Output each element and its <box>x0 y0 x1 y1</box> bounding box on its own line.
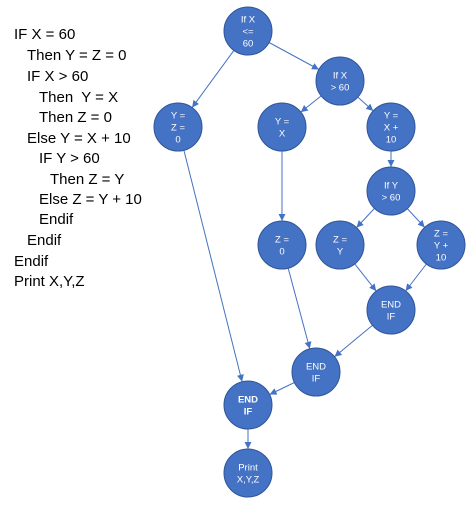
node-label-line: X,Y,Z <box>237 475 260 486</box>
edge-end-if-middle-to-end-if-outer <box>269 382 295 395</box>
code-line: IF X > 60 <box>27 68 89 85</box>
node-circle <box>223 448 273 498</box>
node-label-line: 60 <box>243 39 254 50</box>
node-label-line: > 60 <box>382 193 401 204</box>
code-line: Then Y = Z = 0 <box>27 47 127 64</box>
node-z-0: Z =0 <box>257 220 307 270</box>
node-label-line: IF <box>244 407 253 418</box>
node-label-line: END <box>306 362 326 373</box>
node-label-line: Z = <box>275 235 289 246</box>
node-if-y-gt-60: If Y> 60 <box>366 166 416 216</box>
code-line: IF X = 60 <box>14 26 76 43</box>
node-y-x-plus-10: Y =X +10 <box>366 102 416 152</box>
node-label-line: Y <box>337 247 344 258</box>
code-line: Then Z = Y <box>50 171 125 188</box>
node-circle <box>223 380 273 430</box>
edge-z-y-plus-10-to-end-if-inner <box>405 263 427 292</box>
node-label-line: If X <box>333 71 348 82</box>
node-label-line: 0 <box>175 135 180 146</box>
code-line: Then Z = 0 <box>39 109 112 126</box>
edge-z-0-to-end-if-middle <box>287 268 312 349</box>
node-label-line: Y = <box>275 117 290 128</box>
node-circle <box>366 166 416 216</box>
edge-end-if-inner-to-end-if-middle <box>334 324 373 358</box>
node-circle <box>153 102 203 152</box>
code-line: Then Y = X <box>39 89 119 106</box>
node-if-x-gt-60: If X> 60 <box>315 56 365 106</box>
node-circle <box>291 347 341 397</box>
edge-if-y-gt-60-to-z-y-plus-10 <box>406 208 426 228</box>
code-line: Endif <box>39 211 74 228</box>
edge-if-x-le-60-to-y-z-0 <box>191 50 235 108</box>
node-label-line: Y = <box>171 111 186 122</box>
node-circle <box>223 6 273 56</box>
node-label-line: If X <box>241 15 256 26</box>
node-label-line: END <box>381 300 401 311</box>
edge-if-y-gt-60-to-z-y <box>356 208 375 228</box>
edge-y-z-0-to-end-if-outer <box>183 150 244 382</box>
node-label-line: Print <box>238 463 258 474</box>
node-z-y-plus-10: Z =Y +10 <box>416 220 466 270</box>
node-label-line: Z = <box>171 123 185 134</box>
node-label-line: X <box>279 129 286 140</box>
node-if-x-le-60: If X<=60 <box>223 6 273 56</box>
node-label-line: > 60 <box>331 83 350 94</box>
code-line: Endif <box>27 232 62 249</box>
node-y-x: Y =X <box>257 102 307 152</box>
node-label-line: If Y <box>384 181 399 192</box>
code-line: Else Y = X + 10 <box>27 130 131 147</box>
edge-if-x-le-60-to-if-x-gt-60 <box>268 42 320 70</box>
node-circle <box>366 102 416 152</box>
node-label-line: X + <box>384 123 399 134</box>
node-label-line: END <box>238 395 258 406</box>
node-label-line: 10 <box>436 253 447 264</box>
node-circle <box>315 220 365 270</box>
node-z-y: Z =Y <box>315 220 365 270</box>
edge-if-x-gt-60-to-y-x <box>300 95 322 113</box>
node-circle <box>366 285 416 335</box>
node-circle <box>257 102 307 152</box>
node-label-line: 0 <box>279 247 284 258</box>
code-line: Else Z = Y + 10 <box>39 191 142 208</box>
node-label-line: IF <box>387 312 396 323</box>
node-label-line: 10 <box>386 135 397 146</box>
node-label-line: Y = <box>384 111 399 122</box>
code-line: Print X,Y,Z <box>14 273 85 290</box>
node-circle <box>315 56 365 106</box>
edge-if-x-gt-60-to-y-x-plus-10 <box>357 96 374 112</box>
node-label-line: Y + <box>434 241 449 252</box>
node-y-z-0: Y =Z =0 <box>153 102 203 152</box>
node-label-line: IF <box>312 374 321 385</box>
node-label-line: <= <box>242 27 254 38</box>
node-label-line: Z = <box>333 235 347 246</box>
edge-z-y-to-end-if-inner <box>354 263 377 292</box>
code-line: IF Y > 60 <box>39 150 100 167</box>
node-label-line: Z = <box>434 229 448 240</box>
node-circle <box>416 220 466 270</box>
code-line: Endif <box>14 253 49 270</box>
node-circle <box>257 220 307 270</box>
